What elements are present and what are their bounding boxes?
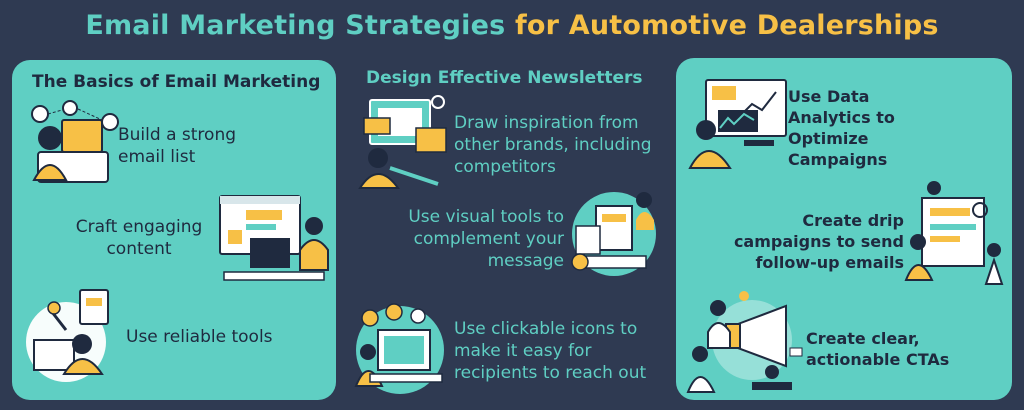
drip-campaign-illustration-icon [904, 181, 1004, 285]
page-title: Email Marketing Strategies for Automotiv… [0, 10, 1024, 41]
newsletters-heading: Design Effective Newsletters [366, 68, 643, 88]
inspiration-label: Draw inspiration from other brands, incl… [454, 113, 652, 177]
tools-illustration-icon [26, 289, 109, 382]
reliable-tools-label: Use reliable tools [126, 327, 273, 347]
basics-panel: The Basics of Email Marketing Build a st… [12, 60, 336, 400]
visual-tools-label: Use visual tools to complement your mess… [408, 207, 564, 271]
content-writing-illustration-icon [219, 195, 329, 281]
drip-campaign-label: Create drip campaigns to send follow-up … [733, 211, 904, 272]
advanced-panel: Use Data Analytics to Optimize Campaigns… [676, 58, 1012, 400]
analytics-label: Use Data Analytics to Optimize Campaigns [788, 87, 895, 169]
build-list-label: Build a strong email list [118, 125, 237, 167]
title-part-2: for Automotive Dealerships [514, 10, 939, 41]
craft-content-label: Craft engaging content [75, 217, 203, 259]
cta-label: Create clear, actionable CTAs [806, 329, 950, 369]
basics-heading: The Basics of Email Marketing [32, 72, 321, 92]
title-part-1: Email Marketing Strategies [85, 10, 515, 41]
email-list-illustration-icon [31, 100, 119, 183]
cta-illustration-icon [686, 291, 803, 393]
analytics-illustration-icon [688, 79, 787, 169]
clickable-icons-illustration-icon [354, 303, 444, 394]
clickable-icons-label: Use clickable icons to make it easy for … [454, 319, 647, 383]
inspiration-illustration-icon [358, 95, 447, 189]
visual-tools-illustration-icon [571, 192, 656, 276]
